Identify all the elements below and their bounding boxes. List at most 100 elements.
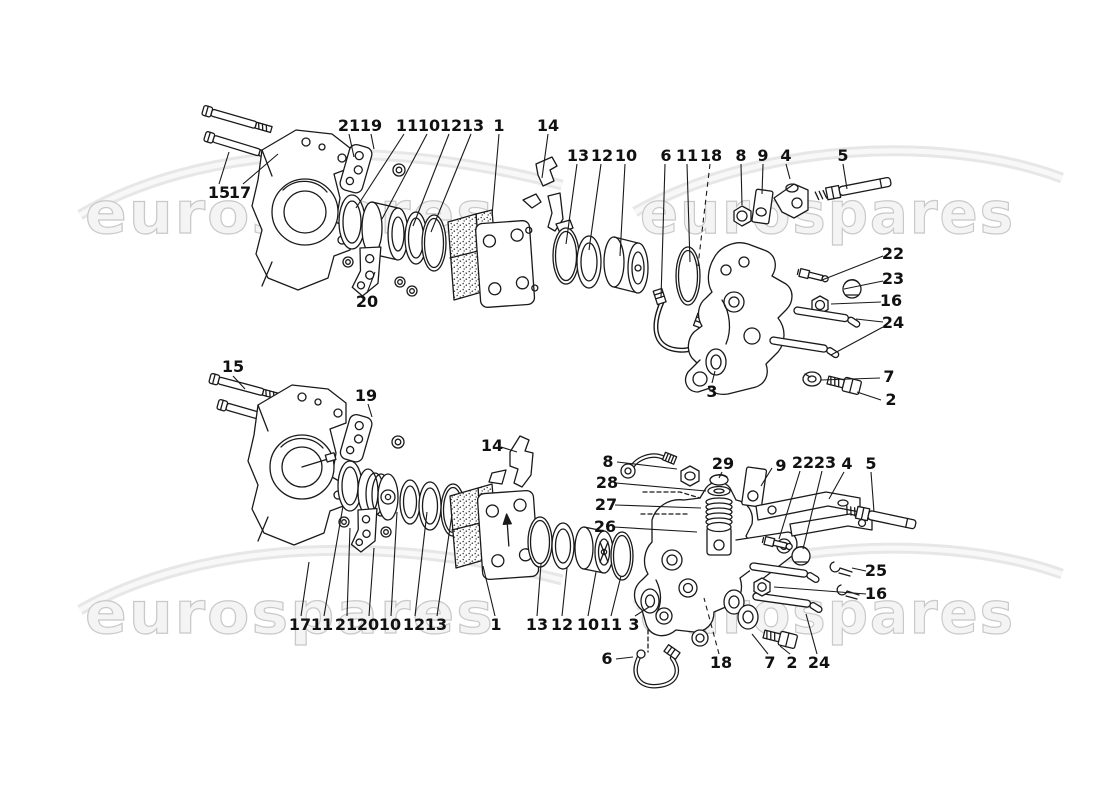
callout-number: 17 xyxy=(229,183,251,202)
callout-number: 3 xyxy=(628,615,639,634)
rear-handbrake-parts xyxy=(620,451,768,556)
callout-number: 11 xyxy=(676,146,698,165)
callout-number: 19 xyxy=(355,386,377,405)
leader-line xyxy=(541,133,549,179)
leader-line xyxy=(830,326,884,356)
callout-number: 10 xyxy=(577,615,599,634)
leader-line xyxy=(718,471,723,479)
leader-line xyxy=(500,446,518,453)
callout-number: 28 xyxy=(596,473,618,492)
leader-line xyxy=(346,527,351,617)
leader-line xyxy=(856,391,882,401)
leader-line xyxy=(614,504,702,509)
callout-number: 12 xyxy=(551,615,573,634)
callout-number: 10 xyxy=(379,615,401,634)
callout-number: 24 xyxy=(808,653,830,672)
leader-line xyxy=(615,482,707,492)
leader-line xyxy=(870,471,875,513)
leader-line xyxy=(773,586,867,595)
callout-number: 16 xyxy=(865,584,887,603)
callout-number: 27 xyxy=(595,495,617,514)
leader-line xyxy=(634,606,650,617)
leader-line xyxy=(561,567,568,617)
leader-line xyxy=(751,633,769,655)
callout-number: 11 xyxy=(600,615,622,634)
callout-number: 20 xyxy=(356,292,378,311)
rear-pin-plate-19 xyxy=(339,413,405,463)
leader-line xyxy=(851,567,867,572)
leader-line xyxy=(587,571,597,617)
leader-line xyxy=(536,563,542,617)
leader-line xyxy=(830,301,882,305)
callout-number: 13 xyxy=(567,146,589,165)
callout-number: 5 xyxy=(837,146,848,165)
callout-number: 8 xyxy=(735,146,746,165)
callout-number: 13 xyxy=(425,615,447,634)
leader-line xyxy=(615,656,634,660)
callout-number: 1 xyxy=(490,615,501,634)
callout-number: 13 xyxy=(462,116,484,135)
callout-number: 16 xyxy=(880,291,902,310)
callout-number: 4 xyxy=(841,454,852,473)
front-inner-seals-piston xyxy=(552,227,701,306)
callout-number: 7 xyxy=(883,367,894,386)
callout-number: 20 xyxy=(357,615,379,634)
callout-number: 2 xyxy=(885,390,896,409)
rear-pad-clip-14 xyxy=(488,435,534,488)
rear-caliper-bracket xyxy=(247,384,347,546)
leader-line xyxy=(414,511,428,617)
leader-line xyxy=(588,163,602,251)
leader-line xyxy=(855,318,884,323)
leader-line xyxy=(368,547,375,617)
front-brake-pads xyxy=(447,209,539,308)
leader-line xyxy=(616,461,678,470)
callout-number: 21 xyxy=(338,116,360,135)
callout-number: 13 xyxy=(526,615,548,634)
callout-number: 22 xyxy=(882,244,904,263)
leader-line xyxy=(370,133,375,150)
leader-line xyxy=(436,513,453,617)
leader-line xyxy=(218,151,230,185)
callout-number: 17 xyxy=(289,615,311,634)
leader-line xyxy=(232,375,246,390)
leader-line xyxy=(821,255,884,281)
leader-line xyxy=(482,565,496,617)
callout-number: 26 xyxy=(594,517,616,536)
leader-line xyxy=(740,163,743,206)
leader-line xyxy=(619,163,626,257)
callout-number: 29 xyxy=(712,454,734,473)
construction-dashes xyxy=(640,491,701,515)
leader-line xyxy=(711,370,716,384)
callout-number: 6 xyxy=(660,146,671,165)
callout-number: 6 xyxy=(601,649,612,668)
leader-line xyxy=(805,613,818,655)
callout-number: 12 xyxy=(591,146,613,165)
callout-number: 1 xyxy=(493,116,504,135)
callout-number: 22 xyxy=(792,453,814,472)
callout-number: 23 xyxy=(814,453,836,472)
leader-line xyxy=(779,645,791,655)
leader-line xyxy=(802,470,823,550)
watermark-text: eurospares xyxy=(85,579,495,647)
line-art xyxy=(201,105,917,689)
callout-number: 11 xyxy=(311,615,333,634)
leader-line xyxy=(412,133,450,227)
leader-line xyxy=(760,467,773,487)
front-caliper-bracket xyxy=(251,129,351,291)
callout-number: 18 xyxy=(700,146,722,165)
callout-number: 9 xyxy=(775,456,786,475)
front-spacer-plate-20 xyxy=(342,246,418,297)
leader-line xyxy=(660,163,666,299)
callout-number: 10 xyxy=(615,146,637,165)
callout-number: 25 xyxy=(865,561,887,580)
leader-line xyxy=(367,403,373,418)
rear-brake-hose-6 xyxy=(633,629,681,689)
leader-line xyxy=(843,280,884,290)
callout-number: 14 xyxy=(537,116,559,135)
leader-line xyxy=(300,561,310,617)
leader-line xyxy=(778,470,801,540)
callout-number: 15 xyxy=(208,183,230,202)
